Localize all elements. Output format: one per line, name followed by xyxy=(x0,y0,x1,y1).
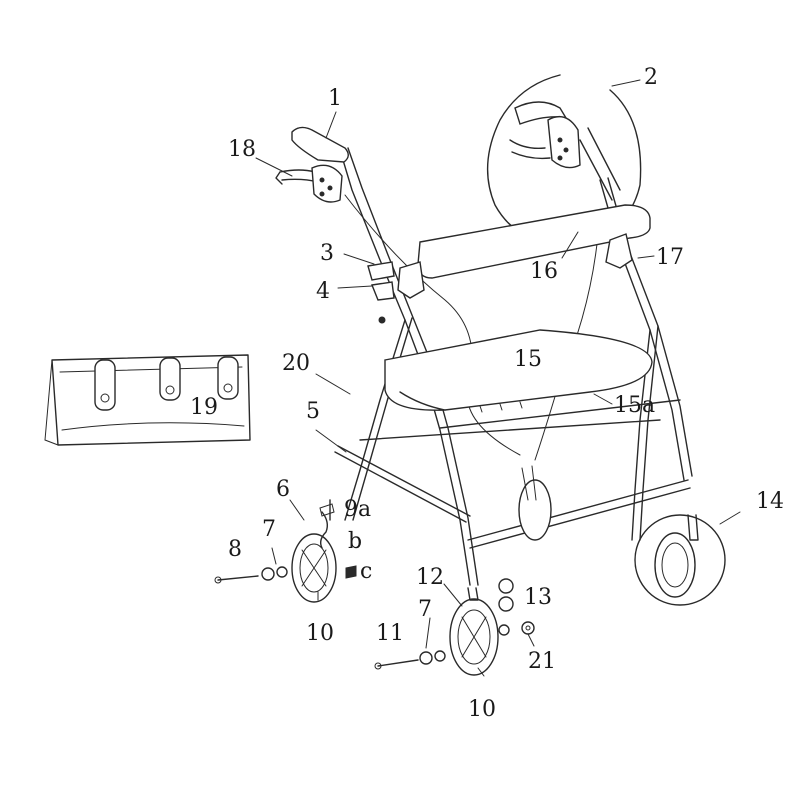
callout-10-lower: 10 xyxy=(468,697,496,722)
callout-10-upper: 10 xyxy=(306,621,334,646)
leader-lines xyxy=(255,79,741,677)
callout-15a: 15a xyxy=(614,393,655,418)
callout-2: 2 xyxy=(644,65,658,90)
callout-6: 6 xyxy=(276,477,290,502)
callout-19: 19 xyxy=(190,395,218,420)
callout-4: 4 xyxy=(316,279,330,304)
callout-8: 8 xyxy=(228,537,242,562)
callout-9b: b xyxy=(348,529,362,554)
callout-1: 1 xyxy=(328,86,342,111)
callout-7-upper: 7 xyxy=(262,517,276,542)
callout-17: 17 xyxy=(656,245,684,270)
callout-12: 12 xyxy=(416,565,444,590)
callout-14: 14 xyxy=(756,489,784,514)
brake-detail-circle xyxy=(486,74,642,247)
callout-13: 13 xyxy=(524,585,552,610)
callout-5: 5 xyxy=(306,399,320,424)
callout-18: 18 xyxy=(228,137,256,162)
basket-illustration xyxy=(44,354,251,446)
callout-9c: c xyxy=(360,559,372,584)
callout-16: 16 xyxy=(530,259,558,284)
callout-21: 21 xyxy=(528,649,556,674)
callout-9a: 9a xyxy=(344,497,371,522)
callout-7-lower: 7 xyxy=(418,597,432,622)
callout-labels: 1 2 3 4 5 6 7 7 8 9a b c 10 10 11 12 13 … xyxy=(190,65,784,722)
callout-3: 3 xyxy=(320,241,334,266)
rollator-frame xyxy=(214,126,726,676)
callout-11: 11 xyxy=(376,621,404,646)
callout-20: 20 xyxy=(282,351,310,376)
callout-15: 15 xyxy=(514,347,542,372)
